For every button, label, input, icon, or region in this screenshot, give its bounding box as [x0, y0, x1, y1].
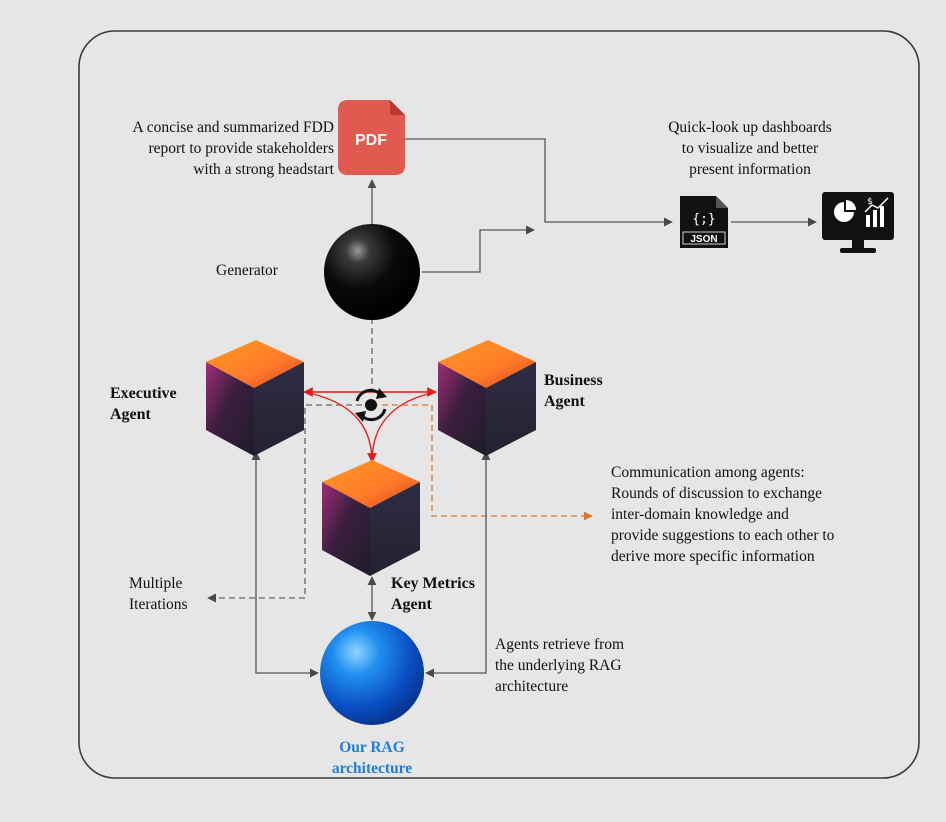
generator-label: Generator [216, 262, 278, 279]
rag-sphere [320, 621, 424, 725]
generator-sphere [324, 224, 420, 320]
key-metrics-agent-cube [322, 460, 420, 576]
business-rag-arrow [425, 451, 491, 678]
business-to-keymetrics-arrow [371, 391, 437, 463]
executive-to-keymetrics-arrow [303, 391, 377, 463]
business-agent-cube [438, 340, 536, 456]
json-file-icon: {;} JSON [680, 196, 728, 248]
dashboards-caption: Quick-look up dashboards to visualize an… [668, 119, 832, 178]
svg-text:$: $ [867, 197, 873, 207]
iterations-caption: Multiple Iterations [129, 575, 188, 613]
executive-agent-label: Executive Agent [110, 385, 177, 423]
dashboard-monitor-icon: $ [822, 192, 894, 253]
pdf-icon: PDF [338, 100, 405, 175]
executive-rag-arrow [251, 451, 319, 678]
generator-to-json-arrow [422, 225, 535, 273]
refresh-cycle-icon [355, 388, 387, 422]
json-braces-glyph: {;} [692, 212, 715, 227]
json-icon-label: JSON [690, 234, 717, 245]
business-agent-label: Business Agent [544, 372, 603, 410]
pdf-icon-label: PDF [355, 132, 387, 149]
rag-architecture-title: Our RAG architecture [331, 739, 413, 777]
pdf-to-json-arrow [404, 138, 673, 227]
communication-caption: Communication among agents: Rounds of di… [611, 464, 835, 565]
retrieval-caption: Agents retrieve from the underlying RAG … [495, 636, 625, 695]
pdf-report-caption: A concise and summarized FDD report to p… [132, 119, 334, 178]
executive-agent-cube [206, 340, 304, 456]
key-metrics-agent-label: Key Metrics Agent [391, 575, 475, 613]
